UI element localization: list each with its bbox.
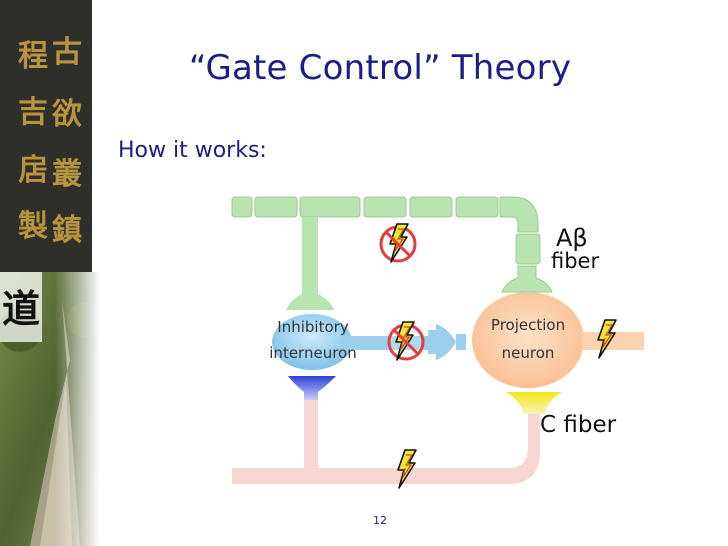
calligraphy-panel: [0, 0, 92, 272]
abeta-beta: β: [572, 224, 587, 252]
c-fiber-label: C fiber: [540, 412, 617, 438]
slide-subtitle: How it works:: [118, 138, 267, 163]
calligraphy-char: 吉: [18, 95, 48, 130]
calligraphy-char: 欲: [51, 97, 82, 132]
abeta-label-letter: Aβ: [556, 224, 588, 252]
inhibitory-label-line2: interneuron: [269, 344, 356, 362]
no-signal-icon: [379, 223, 417, 263]
slide-title: “Gate Control” Theory: [188, 48, 572, 88]
abeta-fiber-label: fiber: [551, 249, 599, 273]
no-signal-icon: [387, 321, 425, 361]
calligraphy-char: 叢: [52, 157, 82, 192]
inhibitory-label-line1: Inhibitory: [277, 318, 349, 336]
calligraphy-char: 鎮: [52, 213, 82, 248]
side-decoration-image: 程 古 吉 欲 扂 叢 製 鎮 道: [0, 0, 100, 546]
calligraphy-char: 製: [18, 209, 48, 244]
calligraphy-char: 扂: [18, 153, 48, 188]
page-number: 12: [373, 514, 387, 527]
calligraphy-char: 古: [52, 35, 82, 70]
inhibitory-interneuron: Inhibitory interneuron: [269, 314, 466, 370]
calligraphy-char: 程: [18, 39, 48, 74]
c-fiber: [232, 376, 562, 484]
projection-neuron: Projection neuron: [472, 292, 644, 388]
abeta-fiber: [231, 196, 553, 310]
calligraphy-char: 道: [2, 286, 40, 331]
abeta-letter: A: [556, 224, 573, 252]
projection-label-line2: neuron: [502, 344, 555, 362]
projection-label-line1: Projection: [491, 316, 565, 334]
